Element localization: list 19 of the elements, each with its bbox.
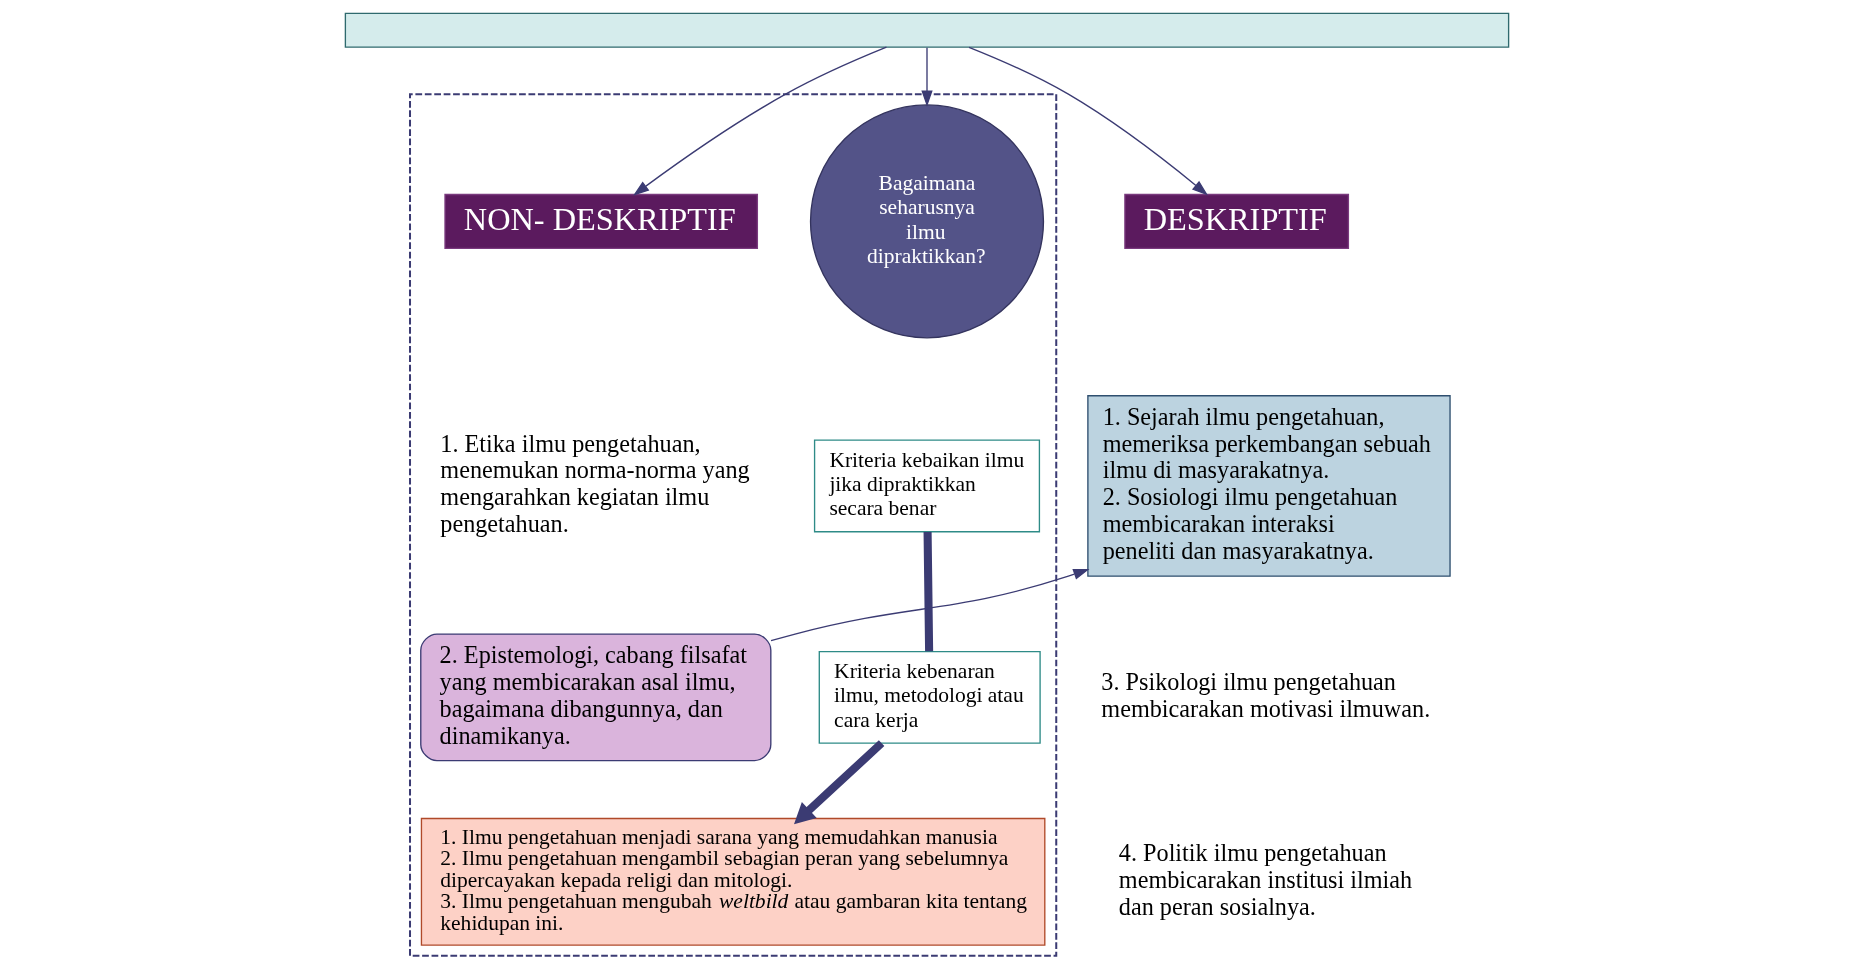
- node-box: 1. Sejarah ilmu pengetahuan, memeriksa perkembangan sebuah ilmu di masyarakatnya. 2. Sosiologi ilmu pengetahuan membicarakan interaksi peneliti dan masyarakatnya.: [1087, 395, 1451, 577]
- label: 4. Politik ilmu pengetahuan membicarakan institusi ilmiah dan peran sosialnya.: [1118, 838, 1413, 920]
- arrow: [968, 46, 1209, 196]
- node-box: [344, 12, 1510, 48]
- connector: [923, 532, 934, 652]
- node-circle: Bagaimana seharusnya ilmu dipraktikkan?: [809, 104, 1045, 339]
- node-box: DESKRIPTIF: [1124, 193, 1350, 249]
- arrow: [770, 568, 1090, 642]
- arrow: [633, 46, 888, 196]
- arrow: [921, 46, 933, 107]
- label: 3. Psikologi ilmu pengetahuan membicarakan motivasi ilmuwan.: [1101, 667, 1431, 722]
- node-box: 1. Ilmu pengetahuan menjadi sarana yang memudahkan manusia 2. Ilmu pengetahuan mengambil sebagian peran yang sebelumnya dipercayakan kepada religi dan mitologi. 3. Ilmu pengetahuan mengubah weltbild atau gambaran kita tentang kehidupan ini.: [420, 817, 1046, 946]
- arrow: [794, 740, 885, 825]
- node-box: 2. Epistemologi, cabang filsafat yang membicarakan asal ilmu, bagaimana dibangunnya, dan dinamikanya.: [420, 633, 772, 762]
- cluster: [409, 93, 1058, 957]
- node-box: Kriteria kebaikan ilmu jika dipraktikkan secara benar: [813, 439, 1041, 533]
- node-box: NON- DESKRIPTIF: [444, 193, 759, 249]
- label: 1. Etika ilmu pengetahuan, menemukan norma-norma yang mengarahkan kegiatan ilmu pengetahuan.: [440, 429, 750, 538]
- node-box: Kriteria kebenaran ilmu, metodologi atau cara kerja: [818, 650, 1041, 744]
